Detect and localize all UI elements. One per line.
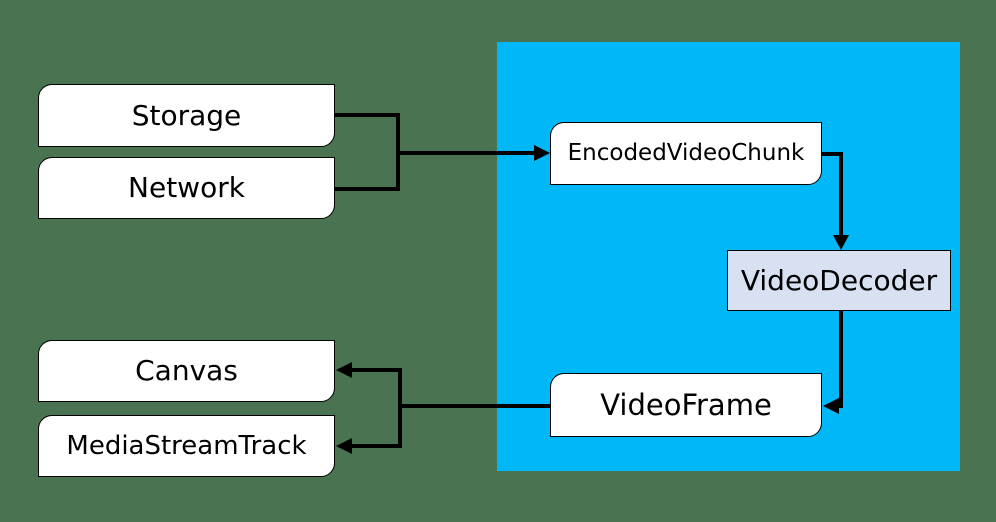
node-video-decoder-label: VideoDecoder (740, 263, 938, 297)
node-canvas: Canvas (38, 340, 335, 402)
node-encoded-video-chunk: EncodedVideoChunk (550, 122, 822, 185)
node-media-stream-track: MediaStreamTrack (38, 415, 335, 477)
node-video-frame: VideoFrame (550, 373, 822, 437)
node-network-label: Network (128, 171, 245, 204)
node-network: Network (38, 157, 335, 219)
node-storage: Storage (38, 84, 335, 147)
node-storage-label: Storage (131, 98, 242, 132)
node-video-decoder: VideoDecoder (727, 250, 951, 311)
node-encoded-video-chunk-label: EncodedVideoChunk (567, 140, 805, 166)
node-canvas-label: Canvas (135, 354, 238, 387)
node-media-stream-track-label: MediaStreamTrack (66, 431, 307, 461)
node-video-frame-label: VideoFrame (600, 387, 772, 422)
